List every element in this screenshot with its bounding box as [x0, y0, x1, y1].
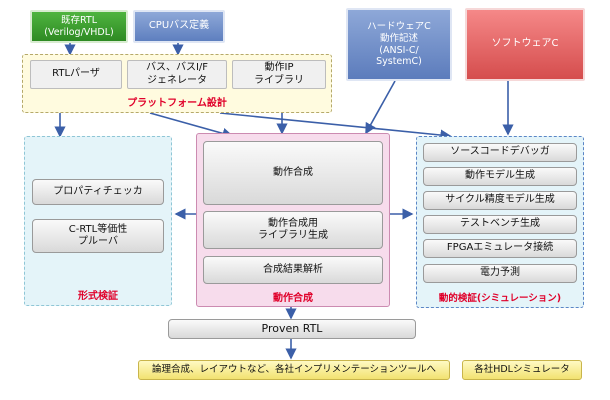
- synthesis-library-generation-box: 動作合成用 ライブラリ生成: [203, 211, 383, 249]
- hdl-simulator-output-box: 各社HDLシミュレータ: [462, 360, 582, 380]
- rtl-parser-label: RTLパーザ: [52, 68, 100, 80]
- behavioral-ip-library-label: 動作IP ライブラリ: [254, 62, 304, 86]
- c-rtl-equivalence-prover-box: C-RTL等価性 プルーバ: [32, 219, 164, 253]
- bus-if-generator-box: バス、バスI/F ジェネレータ: [127, 60, 227, 89]
- cycle-accurate-model-generation-label: サイクル精度モデル生成: [445, 194, 555, 206]
- property-checker-box: プロパティチェッカ: [32, 179, 164, 205]
- platform-design-title: プラットフォーム設計: [127, 98, 227, 109]
- power-estimation-label: 電力予測: [480, 267, 520, 279]
- synthesis-result-analysis-box: 合成結果解析: [203, 256, 383, 284]
- bus-if-generator-label: バス、バスI/F ジェネレータ: [145, 62, 209, 86]
- behavioral-synthesis-label: 動作合成: [273, 166, 313, 178]
- cpu-bus-definition-label: CPUバス定義: [148, 20, 210, 32]
- c-rtl-equivalence-prover-label: C-RTL等価性 プルーバ: [68, 223, 128, 248]
- existing-rtl-label: 既存RTL (Verilog/VHDL): [44, 14, 114, 38]
- behavioral-ip-library-box: 動作IP ライブラリ: [232, 60, 326, 89]
- behavioral-model-generation-label: 動作モデル生成: [465, 170, 535, 182]
- cycle-accurate-model-generation-box: サイクル精度モデル生成: [423, 191, 577, 210]
- fpga-emulator-connection-label: FPGAエミュレータ接続: [446, 242, 554, 254]
- fpga-emulator-connection-box: FPGAエミュレータ接続: [423, 239, 577, 258]
- hardware-c-box: ハードウェアC 動作記述 (ANSI-C/ SystemC): [346, 8, 452, 81]
- synthesis-result-analysis-label: 合成結果解析: [263, 263, 323, 275]
- behavioral-model-generation-box: 動作モデル生成: [423, 167, 577, 186]
- software-c-label: ソフトウェアC: [491, 38, 559, 50]
- source-code-debugger-label: ソースコードデバッガ: [450, 146, 550, 158]
- behavioral-synthesis-box: 動作合成: [203, 141, 383, 205]
- hdl-simulator-output-label: 各社HDLシミュレータ: [474, 364, 570, 376]
- software-c-box: ソフトウェアC: [465, 8, 585, 81]
- implementation-tools-output-label: 論理合成、レイアウトなど、各社インプリメンテーションツールへ: [151, 364, 437, 376]
- synthesis-library-generation-label: 動作合成用 ライブラリ生成: [258, 217, 328, 242]
- power-estimation-box: 電力予測: [423, 264, 577, 283]
- hardware-c-label: ハードウェアC 動作記述 (ANSI-C/ SystemC): [367, 20, 431, 68]
- source-code-debugger-box: ソースコードデバッガ: [423, 143, 577, 162]
- implementation-tools-output-box: 論理合成、レイアウトなど、各社インプリメンテーションツールへ: [138, 360, 450, 380]
- testbench-generation-box: テストベンチ生成: [423, 215, 577, 234]
- proven-rtl-box: Proven RTL: [168, 319, 416, 339]
- arrow-hwc-to-synthesis: [365, 80, 396, 135]
- formal-verification-title: 形式検証: [78, 291, 118, 302]
- arrow-platform-to-synthesis: [149, 112, 234, 139]
- existing-rtl-box: 既存RTL (Verilog/VHDL): [30, 10, 128, 43]
- dynamic-verification-title: 動的検証(シミュレーション): [438, 293, 562, 304]
- testbench-generation-label: テストベンチ生成: [460, 218, 540, 230]
- cpu-bus-definition-box: CPUバス定義: [133, 10, 225, 43]
- behavioral-synthesis-title: 動作合成: [273, 293, 313, 304]
- proven-rtl-label: Proven RTL: [261, 322, 323, 336]
- property-checker-label: プロパティチェッカ: [53, 185, 143, 197]
- rtl-parser-box: RTLパーザ: [30, 60, 122, 89]
- arrow-platform-to-dynamic: [219, 112, 452, 141]
